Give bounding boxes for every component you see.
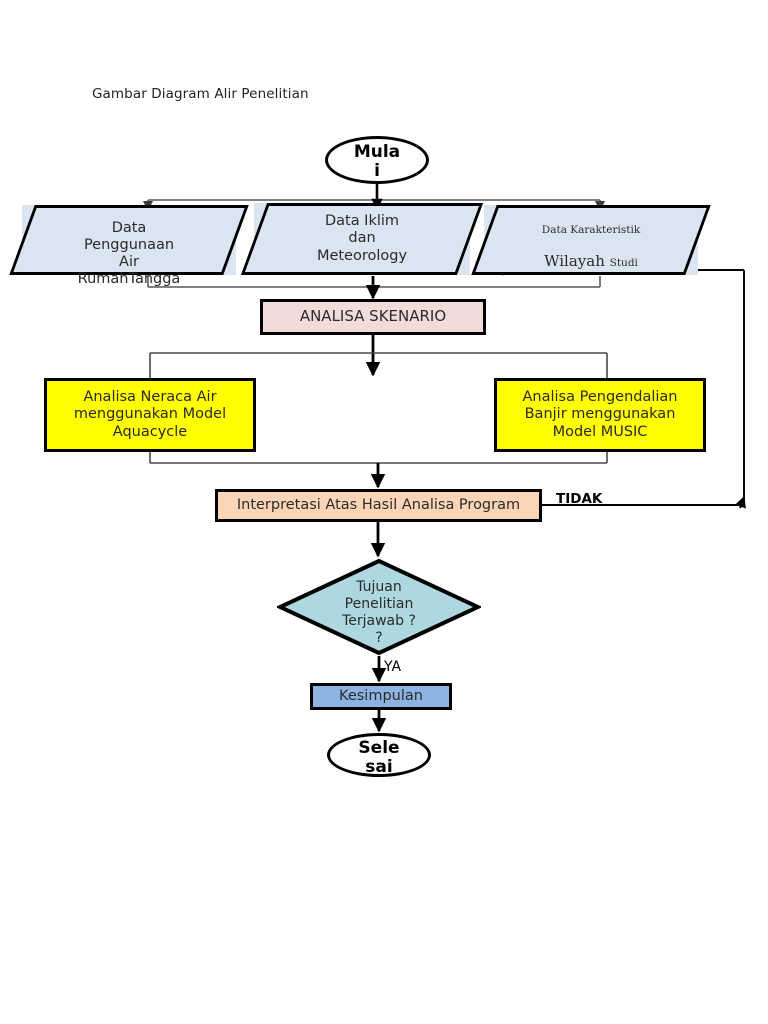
node-start-label: Mula i	[353, 142, 401, 181]
edge-skenario-to-analyses	[149, 335, 608, 378]
node-kesimpulan[interactable]: Kesimpulan	[310, 683, 452, 710]
node-start-mulai[interactable]: Mula i	[325, 136, 429, 184]
node-data-penggunaan-air-rumah-tangga[interactable]: Data Penggunaan Air RumahTangga	[9, 205, 249, 287]
node-kesimpulan-label: Kesimpulan	[339, 687, 423, 704]
edge-data-to-analisa-skenario	[147, 276, 601, 300]
node-pengendalian-banjir-label: Analisa Pengendalian Banjir menggunakan …	[522, 389, 678, 440]
node-end-selesai[interactable]: Sele sai	[327, 733, 431, 777]
node-analisa-neraca-air-aquacycle[interactable]: Analisa Neraca Air menggunakan Model Aqu…	[44, 378, 256, 452]
node-data-karakteristik-wilayah-studi[interactable]: Data Karakteristik Wilayah Studi	[471, 205, 711, 275]
page-title: Gambar Diagram Alir Penelitian	[92, 86, 309, 102]
node-data-household-label: Data Penggunaan Air RumahTangga	[77, 219, 181, 288]
node-data-region-line1: Data Karakteristik	[541, 223, 641, 236]
node-end-label: Sele sai	[358, 738, 400, 777]
node-data-region-line2-secondary: Studi	[609, 257, 638, 270]
node-interpretasi-hasil-analisa[interactable]: Interpretasi Atas Hasil Analisa Program	[215, 489, 542, 522]
node-analisa-skenario[interactable]: ANALISA SKENARIO	[260, 299, 486, 335]
edge-analyses-to-interpretasi	[149, 452, 608, 489]
node-data-region-label: Data Karakteristik Wilayah Studi	[484, 209, 698, 272]
edge-label-tidak: TIDAK	[556, 491, 603, 507]
node-interpretasi-label: Interpretasi Atas Hasil Analisa Program	[236, 496, 521, 513]
diamond-shape	[277, 558, 481, 656]
node-decision-tujuan-terjawab[interactable]: Tujuan Penelitian Terjawab ? ?	[277, 558, 481, 656]
edge-label-ya: YA	[384, 659, 402, 675]
node-data-climate-label: Data Iklim dan Meteorology	[316, 213, 408, 264]
node-data-iklim-meteorology[interactable]: Data Iklim dan Meteorology	[240, 203, 484, 275]
node-neraca-air-label: Analisa Neraca Air menggunakan Model Aqu…	[73, 389, 227, 440]
node-analisa-skenario-label: ANALISA SKENARIO	[299, 307, 447, 326]
node-decision-label: Tujuan Penelitian Terjawab ? ?	[342, 578, 416, 647]
node-data-region-line2-primary: Wilayah	[544, 252, 610, 271]
node-analisa-pengendalian-banjir-music[interactable]: Analisa Pengendalian Banjir menggunakan …	[494, 378, 706, 452]
